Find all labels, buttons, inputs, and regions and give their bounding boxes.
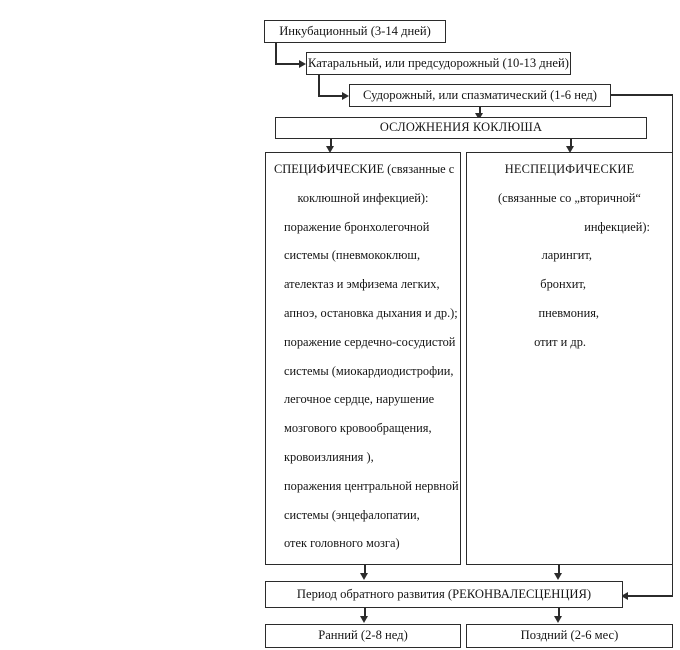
node-complications-header-label: ОСЛОЖНЕНИЯ КОКЛЮША bbox=[379, 120, 543, 135]
node-recovery-label: Период обратного развития (РЕКОНВАЛЕСЦЕН… bbox=[296, 586, 592, 601]
connector-catarrhal-vertical bbox=[318, 75, 320, 96]
connector-recovery-to-early bbox=[364, 608, 366, 619]
node-incubation-label: Инкубационный (3-14 дней) bbox=[279, 23, 431, 38]
node-incubation: Инкубационный (3-14 дней) bbox=[264, 20, 446, 43]
specific-line: системы (миокардиодистрофии, bbox=[284, 363, 454, 378]
bypass-top-horizontal bbox=[611, 94, 673, 96]
nonspecific-line: НЕСПЕЦИФИЧЕСКИЕ bbox=[504, 162, 635, 176]
nonspecific-line: отит и др. bbox=[534, 334, 586, 349]
connector-nonspecific-to-recovery bbox=[558, 565, 560, 576]
connector-spasmodic-down bbox=[479, 107, 481, 116]
arrowhead-incubation-to-catarrhal bbox=[299, 59, 306, 68]
node-recovery-late-label: Поздний (2-6 мес) bbox=[520, 628, 619, 643]
arrowhead-catarrhal-to-spasmodic bbox=[342, 91, 349, 100]
connector-catarrhal-horizontal bbox=[318, 95, 343, 97]
specific-line: системы (пневмококлюш, bbox=[284, 248, 421, 263]
specific-line: системы (энцефалопатии, bbox=[284, 507, 420, 522]
specific-lines: СПЕЦИФИЧЕСКИЕ (связанные с коклюшной инф… bbox=[274, 162, 459, 551]
connector-incubation-horizontal bbox=[275, 63, 300, 65]
arrowhead-header-to-nonspecific bbox=[566, 146, 574, 153]
nonspecific-line: (связанные со „вторичной“ bbox=[498, 190, 641, 205]
node-recovery-late: Поздний (2-6 мес) bbox=[466, 624, 673, 648]
node-spasmodic-label: Судорожный, или спазматический (1-6 нед) bbox=[363, 87, 597, 102]
specific-line: поражения центральной нервной bbox=[284, 478, 459, 493]
specific-line: апноэ, остановка дыхания и др.); bbox=[284, 305, 458, 320]
node-complications-header: ОСЛОЖНЕНИЯ КОКЛЮША bbox=[275, 117, 647, 139]
nonspecific-lines: НЕСПЕЦИФИЧЕСКИЕ (связанные со „вторичной… bbox=[475, 162, 664, 349]
connector-header-to-specific bbox=[330, 139, 332, 149]
specific-line: кровоизлияния ), bbox=[284, 449, 374, 464]
connector-incubation-vertical bbox=[275, 43, 277, 64]
node-nonspecific-complications: НЕСПЕЦИФИЧЕСКИЕ (связанные со „вторичной… bbox=[466, 152, 673, 565]
connector-specific-to-recovery bbox=[364, 565, 366, 576]
specific-line: мозгового кровообращения, bbox=[284, 421, 432, 436]
arrowhead-recovery-to-early bbox=[360, 616, 368, 623]
specific-line: ателектаз и эмфизема легких, bbox=[284, 277, 440, 292]
connector-header-to-nonspecific bbox=[570, 139, 572, 149]
node-catarrhal: Катаральный, или предсудорожный (10-13 д… bbox=[306, 52, 571, 75]
node-recovery-early-label: Ранний (2-8 нед) bbox=[318, 628, 408, 643]
specific-line: коклюшной инфекцией): bbox=[297, 190, 429, 205]
specific-line: легочное сердце, нарушение bbox=[284, 392, 435, 407]
nonspecific-line: инфекцией): bbox=[584, 219, 650, 234]
arrowhead-nonspecific-to-recovery bbox=[554, 573, 562, 580]
node-catarrhal-label: Катаральный, или предсудорожный (10-13 д… bbox=[308, 55, 569, 70]
node-spasmodic: Судорожный, или спазматический (1-6 нед) bbox=[349, 84, 611, 107]
connector-recovery-to-late bbox=[558, 608, 560, 619]
node-recovery: Период обратного развития (РЕКОНВАЛЕСЦЕН… bbox=[265, 581, 623, 608]
bypass-bottom-horizontal bbox=[628, 595, 673, 597]
nonspecific-line: пневмония, bbox=[538, 305, 600, 320]
node-specific-complications: СПЕЦИФИЧЕСКИЕ (связанные с коклюшной инф… bbox=[265, 152, 461, 565]
nonspecific-line: ларингит, bbox=[541, 248, 592, 263]
specific-line: СПЕЦИФИЧЕСКИЕ (связанные с bbox=[274, 162, 455, 176]
arrowhead-spasmodic-to-complications bbox=[475, 113, 483, 120]
arrowhead-specific-to-recovery bbox=[360, 573, 368, 580]
arrowhead-recovery-to-late bbox=[554, 616, 562, 623]
arrowhead-bypass-to-recovery bbox=[621, 591, 628, 600]
nonspecific-line: бронхит, bbox=[540, 277, 586, 292]
specific-line: поражение сердечно-сосудистой bbox=[284, 334, 456, 349]
node-recovery-early: Ранний (2-8 нед) bbox=[265, 624, 461, 648]
arrowhead-header-to-specific bbox=[326, 146, 334, 153]
specific-line: отек головного мозга) bbox=[284, 536, 400, 551]
specific-line: поражение бронхолегочной bbox=[284, 219, 430, 234]
